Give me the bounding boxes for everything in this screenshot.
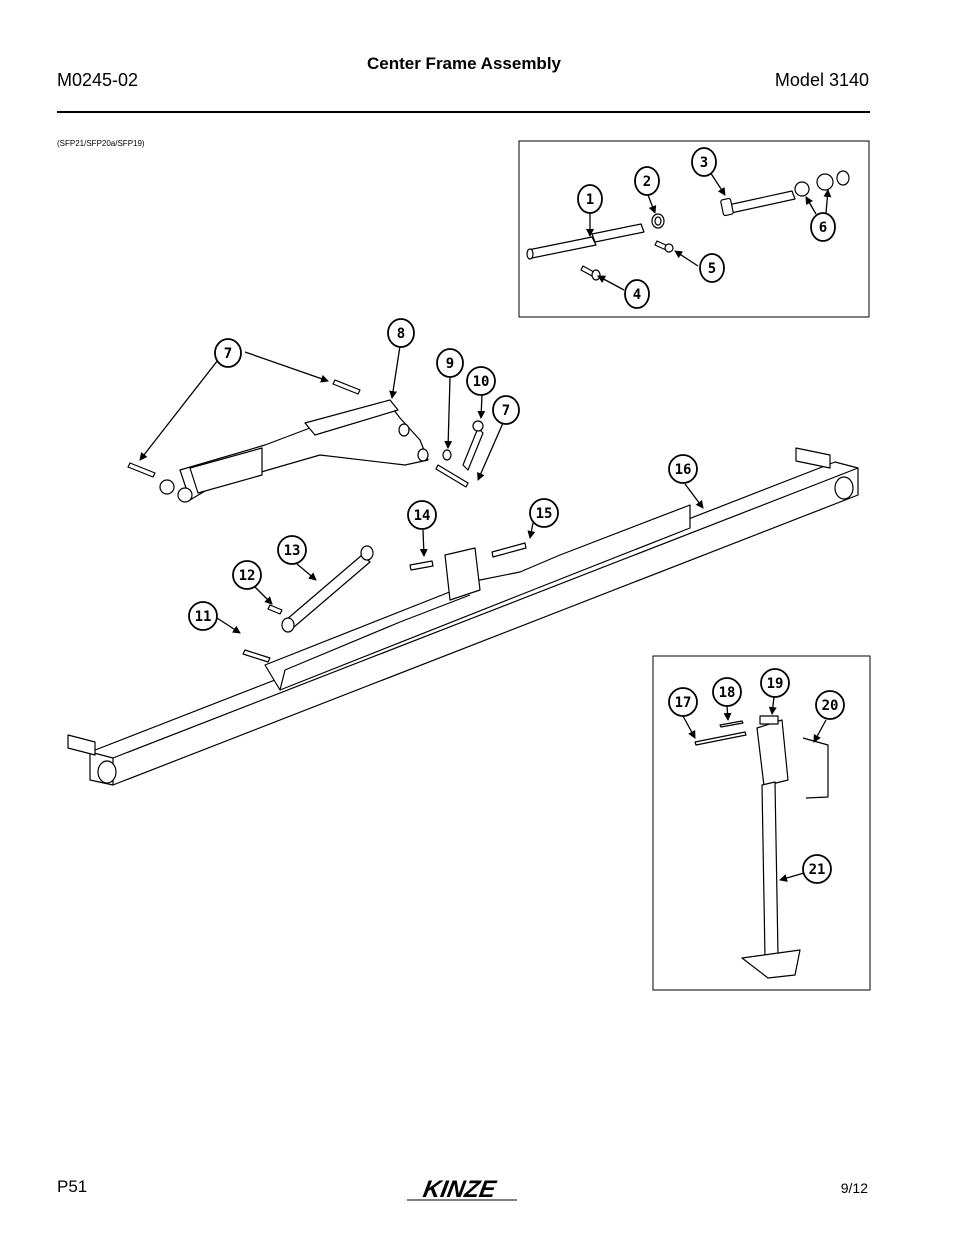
clip-part-12 bbox=[267, 604, 283, 615]
mount-plate-part-19 bbox=[759, 715, 779, 725]
svg-text:2: 2 bbox=[643, 174, 651, 190]
svg-text:17: 17 bbox=[675, 695, 692, 711]
pin-part-15 bbox=[491, 542, 527, 558]
callout-6: 6 bbox=[810, 212, 836, 242]
bolt-part-9 bbox=[442, 449, 452, 461]
bolt-part-4 bbox=[580, 265, 601, 281]
svg-text:5: 5 bbox=[708, 261, 716, 277]
pin-part-7-right bbox=[435, 464, 469, 488]
inset-box-jack-stand bbox=[652, 655, 871, 991]
svg-text:4: 4 bbox=[633, 287, 641, 303]
callout-11: 11 bbox=[188, 601, 218, 631]
document-number: M0245-02 bbox=[57, 70, 139, 90]
svg-text:15: 15 bbox=[536, 506, 553, 522]
leader-lines bbox=[139, 171, 832, 882]
callout-2: 2 bbox=[634, 166, 660, 196]
header-rule bbox=[57, 111, 870, 113]
callout-12: 12 bbox=[232, 560, 262, 590]
bolt-part-3 bbox=[720, 190, 796, 217]
callout-7-left: 7 bbox=[214, 338, 242, 368]
revision-date: 9/12 bbox=[840, 1180, 868, 1196]
callout-1: 1 bbox=[577, 184, 603, 214]
svg-text:7: 7 bbox=[224, 346, 232, 362]
callouts: 1 2 3 4 5 6 7 8 9 10 7 16 14 15 13 12 11… bbox=[188, 147, 845, 884]
callout-13: 13 bbox=[277, 535, 307, 565]
callout-17: 17 bbox=[668, 687, 698, 717]
pin-part-1 bbox=[526, 223, 645, 260]
frame-part-16 bbox=[67, 447, 859, 786]
callout-19: 19 bbox=[760, 668, 790, 698]
svg-text:3: 3 bbox=[700, 155, 708, 171]
callout-15: 15 bbox=[529, 498, 559, 528]
jack-stand-part-21 bbox=[741, 719, 801, 979]
u-bolt-part-20 bbox=[802, 737, 829, 799]
lynch-pin-part-10 bbox=[462, 420, 484, 471]
svg-text:14: 14 bbox=[414, 508, 431, 524]
svg-text:19: 19 bbox=[767, 676, 784, 692]
pin-part-18 bbox=[719, 720, 744, 728]
svg-text:9: 9 bbox=[446, 356, 454, 372]
callout-16: 16 bbox=[668, 454, 698, 484]
page-number: P51 bbox=[57, 1177, 88, 1196]
washer-part-5 bbox=[654, 240, 674, 253]
svg-text:20: 20 bbox=[822, 698, 839, 714]
model-label: Model 3140 bbox=[774, 70, 869, 90]
svg-text:21: 21 bbox=[809, 862, 826, 878]
svg-text:16: 16 bbox=[675, 462, 692, 478]
bushing-part-2 bbox=[651, 213, 665, 229]
svg-text:6: 6 bbox=[819, 220, 827, 236]
figure-reference: (SFP21/SFP20a/SFP19) bbox=[57, 139, 145, 148]
svg-text:8: 8 bbox=[397, 326, 405, 342]
callout-5: 5 bbox=[699, 253, 725, 283]
callout-21: 21 bbox=[802, 854, 832, 884]
callout-9: 9 bbox=[436, 348, 464, 378]
cylinder-part-13 bbox=[281, 545, 374, 633]
callout-3: 3 bbox=[691, 147, 717, 177]
svg-text:10: 10 bbox=[473, 374, 490, 390]
pin-part-7-left bbox=[127, 462, 156, 478]
callout-20: 20 bbox=[815, 690, 845, 720]
callout-7-right: 7 bbox=[492, 395, 520, 425]
svg-text:7: 7 bbox=[502, 403, 510, 419]
svg-text:KINZE: KINZE bbox=[421, 1176, 499, 1203]
inset-box-hardware bbox=[518, 140, 870, 318]
svg-text:11: 11 bbox=[195, 609, 212, 625]
kinze-logo: KINZE bbox=[407, 1176, 517, 1203]
pin-part-17 bbox=[694, 731, 747, 746]
arm-part-8 bbox=[159, 399, 429, 503]
pin-part-11 bbox=[242, 649, 271, 663]
svg-text:13: 13 bbox=[284, 543, 301, 559]
callout-18: 18 bbox=[712, 677, 742, 707]
svg-text:12: 12 bbox=[239, 568, 256, 584]
callout-8: 8 bbox=[387, 318, 415, 348]
svg-text:18: 18 bbox=[719, 685, 736, 701]
page-title: Center Frame Assembly bbox=[366, 54, 561, 73]
svg-text:1: 1 bbox=[586, 192, 594, 208]
pin-part-14 bbox=[409, 560, 434, 571]
pin-part-7-top bbox=[332, 379, 361, 395]
callout-10: 10 bbox=[466, 366, 496, 396]
callout-14: 14 bbox=[407, 500, 437, 530]
callout-4: 4 bbox=[624, 279, 650, 309]
hardware-part-6 bbox=[794, 170, 850, 197]
